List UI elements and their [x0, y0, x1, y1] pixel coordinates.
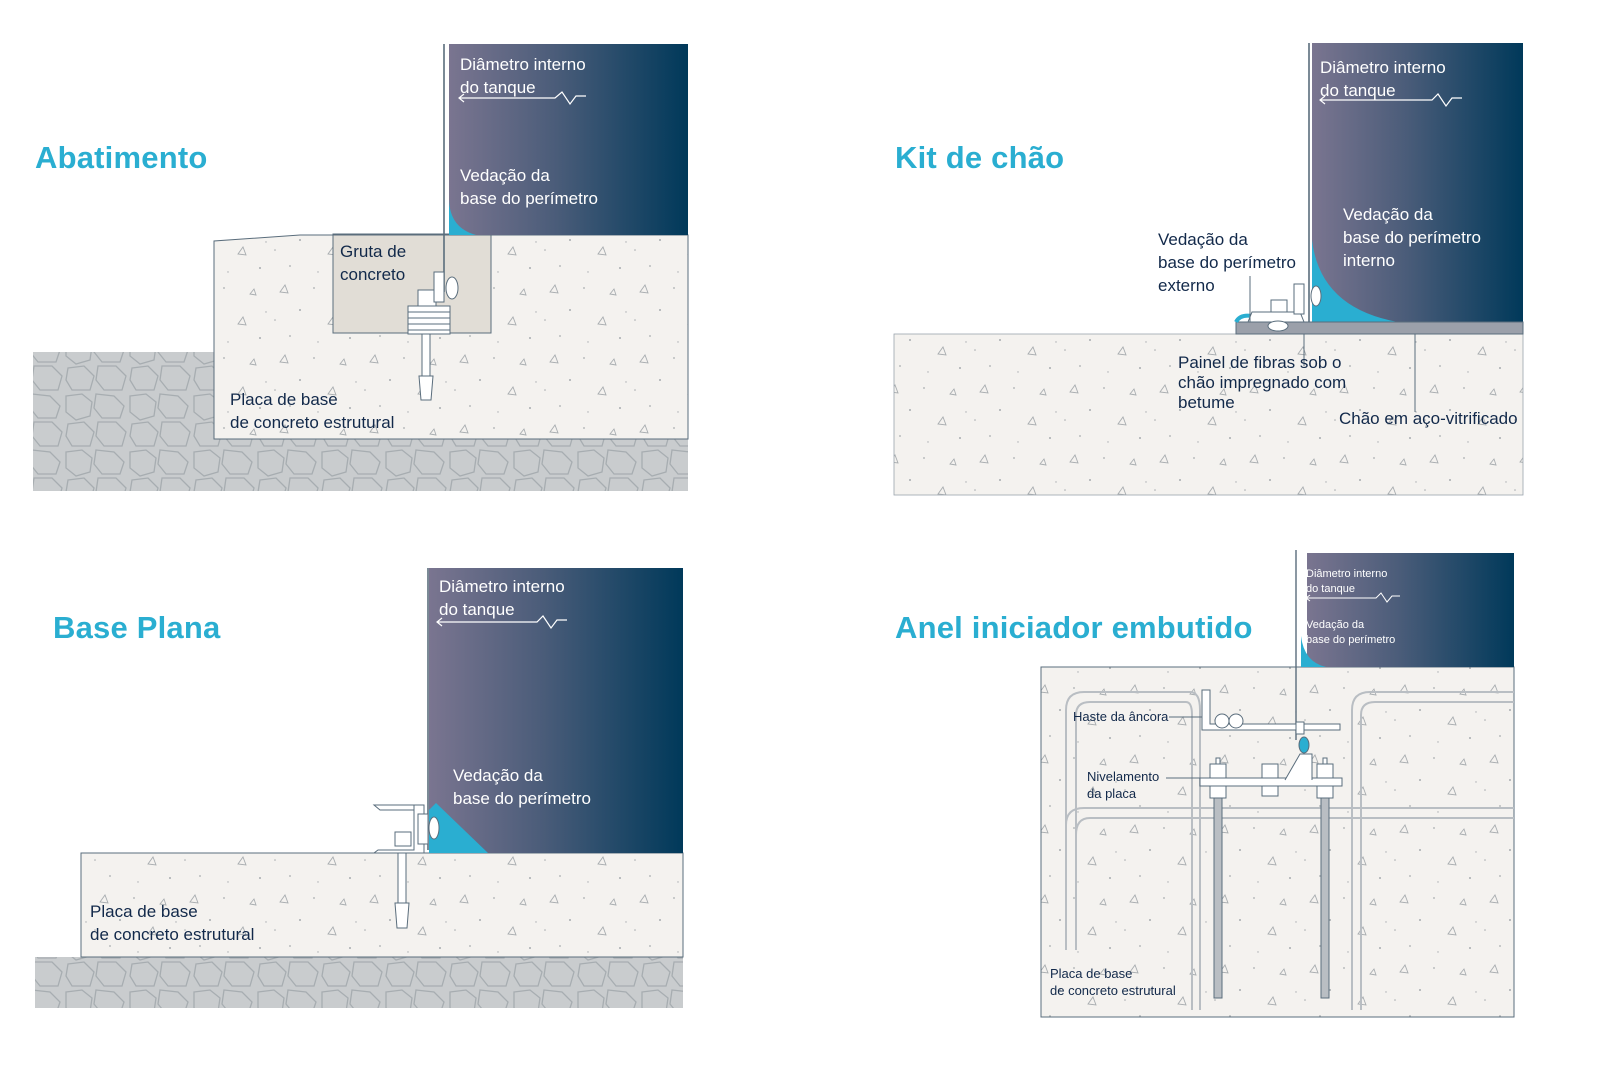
- vitrified-floor-label: Chão em aço-vitrificado: [1339, 409, 1518, 428]
- fiber-panel-label-line3: betume: [1178, 393, 1235, 412]
- anchor-bolt-assembly: [1247, 283, 1322, 332]
- tank-wall: [449, 44, 688, 235]
- slab-label-line2: de concreto estrutural: [90, 925, 255, 944]
- tank-diameter-arrow: [458, 91, 586, 106]
- inner-seal-label-line3: interno: [1343, 251, 1395, 270]
- leveling-plate-assembly: [1199, 753, 1343, 999]
- panel-title-abatimento: Abatimento: [35, 140, 208, 175]
- vitrified-steel-floor: [1235, 321, 1524, 335]
- inner-seal-label: Vedação da base do perímetro interno: [1343, 203, 1481, 272]
- panel-title-anel-iniciador: Anel iniciador embutido: [895, 610, 1253, 645]
- tank-diameter-label-line1: Diâmetro interno: [1306, 568, 1388, 580]
- slab-label-line2: de concreto estrutural: [230, 413, 395, 432]
- leveling-plate-label: Nivelamento da placa: [1087, 768, 1159, 802]
- tank-wall: [1307, 553, 1514, 667]
- stone-subgrade: [35, 957, 683, 1008]
- anchor-rod: [1201, 689, 1341, 754]
- tank-diameter-label: Diâmetro interno do tanque: [460, 53, 586, 99]
- leveling-plate-label-line2: da placa: [1087, 786, 1137, 801]
- tank-diameter-label: Diâmetro interno do tanque: [1306, 567, 1387, 597]
- seal-label-line1: Vedação da: [453, 766, 543, 785]
- leveling-plate-label-line1: Nivelamento: [1087, 769, 1160, 784]
- seal-label: Vedação da base do perímetro: [460, 164, 598, 210]
- fiber-panel-label: Painel de fibras sob o chão impregnado c…: [1178, 353, 1346, 413]
- tank-diameter-label: Diâmetro interno do tanque: [1320, 56, 1446, 102]
- tank-diameter-label-line2: do tanque: [1320, 81, 1396, 100]
- tank-diameter-label-line2: do tanque: [1306, 583, 1355, 595]
- inner-seal-label-line2: base do perímetro: [1343, 228, 1481, 247]
- concrete-slab: [893, 333, 1524, 496]
- fiber-panel-label-line1: Painel de fibras sob o: [1178, 353, 1342, 372]
- anel-iniciador-diagram: [1040, 550, 1515, 1018]
- perimeter-seal: [429, 803, 488, 853]
- abatimento-diagram: [33, 44, 689, 491]
- tank-wall: [1312, 43, 1523, 322]
- grout-label-line2: concreto: [340, 265, 406, 284]
- tank-diameter-arrow: [1319, 93, 1462, 108]
- base-plana-diagram: [35, 568, 684, 1008]
- inner-seal-label-line1: Vedação da: [1343, 205, 1433, 224]
- grout-label: Gruta de concreto: [340, 240, 406, 286]
- seal-label-line1: Vedação da: [1306, 619, 1365, 631]
- outer-seal-label-line2: base do perímetro: [1158, 253, 1296, 272]
- tank-diameter-label: Diâmetro interno do tanque: [439, 575, 565, 621]
- outer-seal-label: Vedação da base do perímetro externo: [1158, 228, 1296, 297]
- grout-pocket: [332, 234, 492, 334]
- leader-lines: [1166, 716, 1202, 779]
- concrete-slab: [80, 852, 684, 958]
- tank-diameter-arrow: [1305, 592, 1400, 603]
- panel-title-base-plana: Base Plana: [53, 610, 221, 645]
- slab-label-line1: Placa de base: [90, 902, 198, 921]
- fiber-panel-label-line2: chão impregnado com: [1178, 373, 1347, 392]
- tank-diameter-label-line1: Diâmetro interno: [1320, 58, 1446, 77]
- seal-label: Vedação da base do perímetro: [1306, 618, 1395, 648]
- rebar-cage: [1065, 691, 1514, 1010]
- seal-label-line2: base do perímetro: [1306, 634, 1396, 646]
- tank-diameter-label-line1: Diâmetro interno: [460, 55, 586, 74]
- inner-perimeter-seal: [1312, 240, 1398, 322]
- slab-label-line1: Placa de base: [230, 390, 338, 409]
- slab-label-line1: Placa de base: [1050, 966, 1133, 981]
- seal-label-line2: base do perímetro: [453, 789, 591, 808]
- perimeter-seal: [1301, 636, 1326, 667]
- slab-label: Placa de base de concreto estrutural: [230, 388, 394, 434]
- anchor-bolt-assembly: [407, 271, 459, 401]
- outer-seal-label-line3: externo: [1158, 276, 1215, 295]
- slab-label: Placa de base de concreto estrutural: [90, 900, 254, 946]
- seal-label-line2: base do perímetro: [460, 189, 598, 208]
- seal-label: Vedação da base do perímetro: [453, 764, 591, 810]
- kit-de-chao-diagram: [893, 43, 1524, 496]
- seal-label-line1: Vedação da: [460, 166, 550, 185]
- perimeter-seal: [449, 200, 476, 235]
- anchor-bolt-assembly: [372, 804, 440, 929]
- slab-label: Placa de base de concreto estrutural: [1050, 965, 1176, 999]
- anchor-rod-label: Haste da âncora: [1073, 709, 1169, 724]
- tank-diameter-label-line2: do tanque: [439, 600, 515, 619]
- tank-diameter-arrow: [436, 615, 567, 630]
- tank-diameter-label-line1: Diâmetro interno: [439, 577, 565, 596]
- leader-lines: [1249, 276, 1416, 412]
- outer-seal-label-line1: Vedação da: [1158, 230, 1248, 249]
- panel-title-kit-de-chao: Kit de chão: [895, 140, 1065, 175]
- grout-label-line1: Gruta de: [340, 242, 407, 261]
- tank-diameter-label-line2: do tanque: [460, 78, 536, 97]
- slab-label-line2: de concreto estrutural: [1050, 983, 1176, 998]
- tank-wall: [429, 568, 683, 853]
